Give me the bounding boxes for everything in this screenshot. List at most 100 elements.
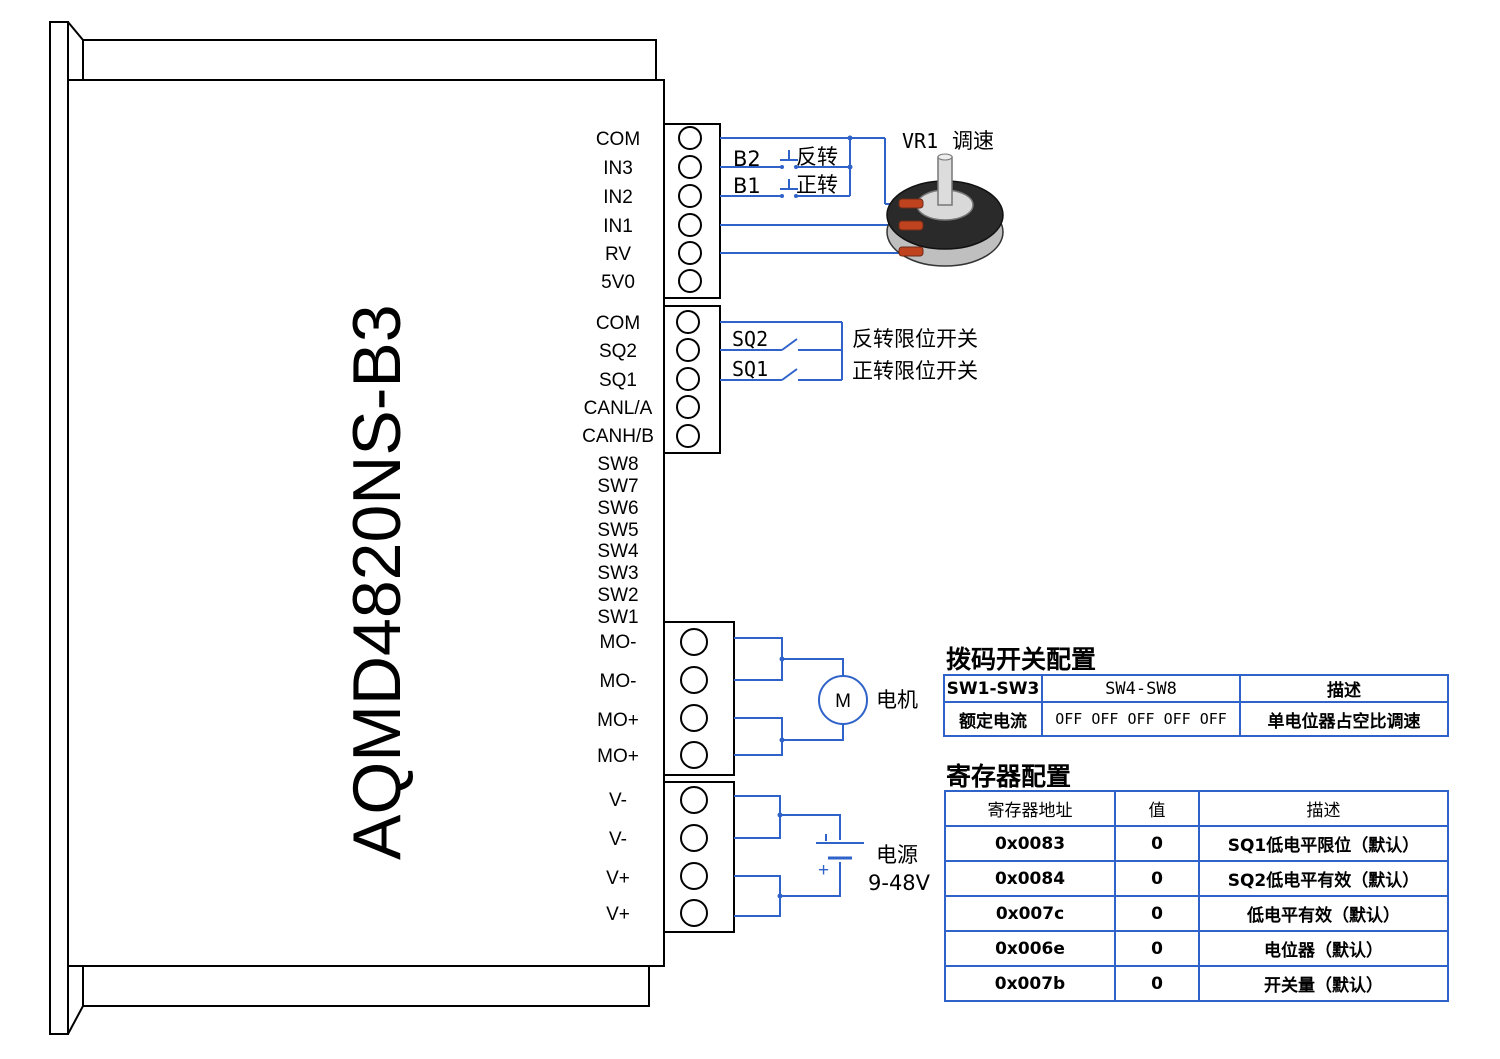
terminal-screw — [678, 241, 702, 265]
terminal-screw — [680, 741, 708, 769]
vr1-description: 调速 — [952, 129, 994, 153]
terminal-screw — [680, 628, 708, 656]
controller-body — [49, 21, 665, 1035]
terminal-screw — [678, 269, 702, 293]
terminal-screw — [680, 824, 708, 852]
terminal-label: COM — [596, 129, 640, 150]
terminal-screw — [676, 367, 700, 391]
register-description: 开关量（默认） — [1198, 965, 1449, 1002]
wire-junction — [777, 812, 783, 818]
pushbutton-symbols — [780, 135, 853, 198]
terminal-screw — [676, 338, 700, 362]
dip-header-desc: 描述 — [1239, 674, 1449, 703]
terminal-screw — [680, 862, 708, 890]
terminal-screw — [680, 786, 708, 814]
limit-switch-symbols — [781, 338, 798, 381]
sq2-label: SQ2 — [732, 327, 768, 351]
terminal-block-signal — [663, 123, 721, 299]
dip-switch-label: SW1 — [597, 607, 638, 628]
register-address: 0x0084 — [944, 860, 1116, 897]
terminal-label: CANL/A — [584, 398, 653, 419]
dip-description-cell: 单电位器占空比调速 — [1239, 701, 1449, 737]
dip-switch-label: SW5 — [597, 520, 638, 541]
dip-config-table: SW1-SW3 SW4-SW8 描述 额定电流 OFF OFF OFF OFF … — [943, 674, 1449, 737]
table-row: 0x0083 0 SQ1低电平限位（默认） — [944, 825, 1449, 862]
register-value: 0 — [1114, 860, 1200, 897]
register-config-title: 寄存器配置 — [946, 762, 1072, 791]
dip-config-title: 拨码开关配置 — [946, 645, 1097, 674]
power-label: 电源 — [876, 843, 918, 867]
terminal-label: MO+ — [597, 746, 639, 767]
dip-switch-states: OFF OFF OFF OFF OFF — [1041, 701, 1241, 737]
terminal-label: V- — [609, 790, 627, 811]
sq1-label: SQ1 — [732, 357, 768, 381]
power-wiring — [734, 795, 841, 917]
wire-junction — [779, 737, 785, 743]
register-value: 0 — [1114, 825, 1200, 862]
table-row: 0x006e 0 电位器（默认） — [944, 930, 1449, 967]
terminal-label: RV — [605, 244, 631, 265]
terminal-label: MO+ — [597, 710, 639, 731]
table-row: 0x007b 0 开关量（默认） — [944, 965, 1449, 1002]
terminal-label: V+ — [606, 868, 630, 889]
terminal-screw — [678, 213, 702, 237]
terminal-screw — [678, 155, 702, 179]
terminal-label: IN3 — [603, 158, 633, 179]
dip-header-sw1-sw3: SW1-SW3 — [943, 674, 1043, 703]
register-value: 0 — [1114, 965, 1200, 1002]
register-value: 0 — [1114, 895, 1200, 932]
register-header-value: 值 — [1114, 790, 1200, 827]
terminal-label: CANH/B — [582, 426, 654, 447]
battery-plus: + — [818, 860, 829, 881]
b1-label: B1 — [733, 174, 761, 198]
dip-switch-label: SW2 — [597, 585, 638, 606]
terminal-label: 5V0 — [601, 272, 635, 293]
terminal-label: SQ2 — [599, 341, 637, 362]
b2-label: B2 — [733, 147, 761, 171]
sq2-description: 反转限位开关 — [852, 327, 978, 351]
register-header-desc: 描述 — [1198, 790, 1449, 827]
register-config-table: 寄存器地址 值 描述 0x0083 0 SQ1低电平限位（默认） 0x0084 … — [944, 790, 1449, 1002]
terminal-screw — [676, 310, 700, 334]
terminal-label: MO- — [600, 632, 637, 653]
terminal-screw — [678, 126, 702, 150]
register-address: 0x0083 — [944, 825, 1116, 862]
terminal-screw — [680, 704, 708, 732]
wire-junction — [777, 893, 783, 899]
motor-label: 电机 — [876, 688, 918, 712]
wire-junction — [779, 656, 785, 662]
terminal-screw — [676, 424, 700, 448]
register-description: 低电平有效（默认） — [1198, 895, 1449, 932]
dip-current-cell: 额定电流 — [943, 701, 1043, 737]
register-description: 电位器（默认） — [1198, 930, 1449, 967]
terminal-screw — [678, 184, 702, 208]
register-address: 0x006e — [944, 930, 1116, 967]
register-value: 0 — [1114, 930, 1200, 967]
terminal-label: V- — [609, 829, 627, 850]
terminal-label: IN2 — [603, 187, 633, 208]
dip-switch-label: SW3 — [597, 563, 638, 584]
dip-switch-label: SW6 — [597, 498, 638, 519]
dip-switch-label: SW4 — [597, 541, 639, 562]
terminal-label: SQ1 — [599, 370, 637, 391]
battery-icon — [816, 834, 864, 860]
register-header-address: 寄存器地址 — [944, 790, 1116, 827]
controller-housing — [67, 79, 665, 967]
potentiometer-icon — [886, 153, 1004, 267]
terminal-screw — [680, 899, 708, 927]
motor-icon — [818, 675, 868, 725]
register-address: 0x007c — [944, 895, 1116, 932]
sq1-description: 正转限位开关 — [852, 359, 978, 383]
terminal-block-motor — [663, 621, 735, 776]
power-voltage: 9-48V — [868, 871, 931, 895]
register-address: 0x007b — [944, 965, 1116, 1002]
b1-description: 正转 — [796, 173, 838, 197]
register-description: SQ1低电平限位（默认） — [1198, 825, 1449, 862]
vr1-label: VR1 — [902, 129, 938, 153]
dip-header-sw4-sw8: SW4-SW8 — [1041, 674, 1241, 703]
table-row: 0x0084 0 SQ2低电平有效（默认） — [944, 860, 1449, 897]
terminal-screw — [680, 666, 708, 694]
terminal-label: V+ — [606, 904, 630, 925]
terminal-label: MO- — [600, 671, 637, 692]
